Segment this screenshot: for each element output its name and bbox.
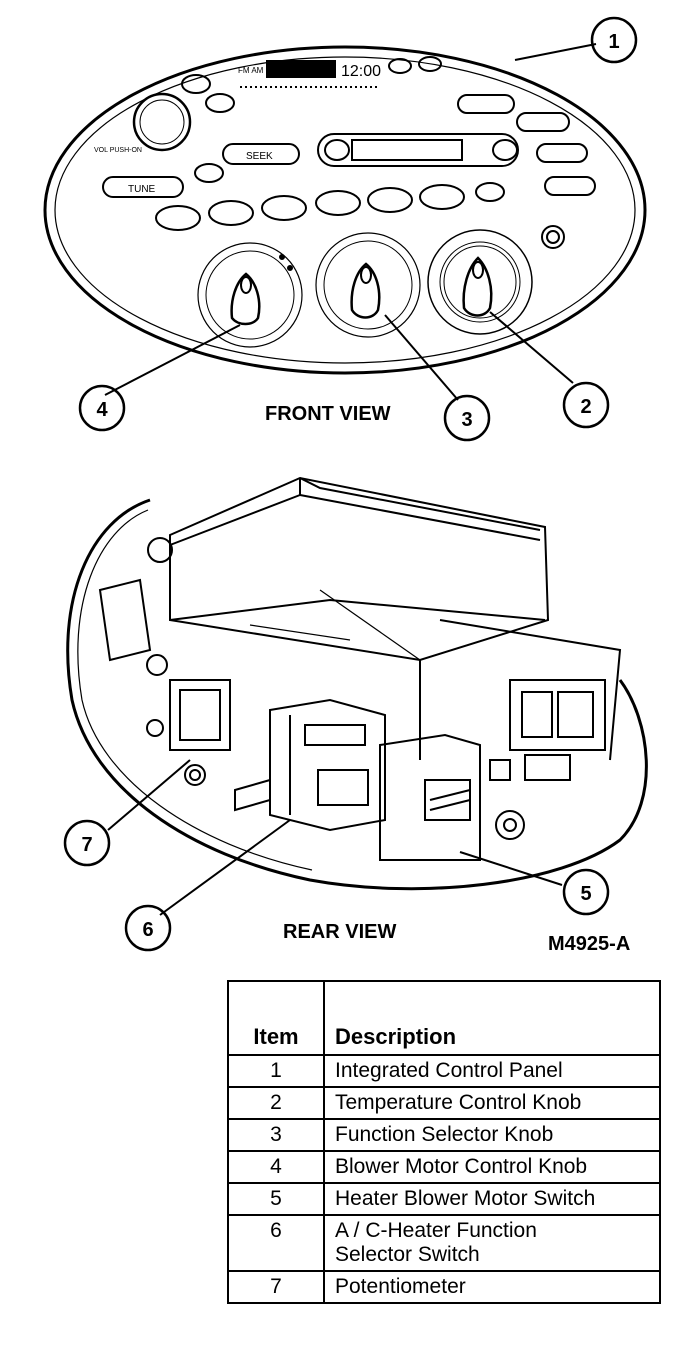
item-description: Temperature Control Knob [323, 1086, 661, 1120]
item-number: 5 [227, 1182, 325, 1216]
preset-buttons [155, 182, 565, 249]
table-row: 7 Potentiometer [227, 1270, 661, 1304]
callout-2: 2 [580, 396, 591, 418]
table-row: 3 Function Selector Knob [227, 1118, 661, 1152]
description-header: Description [323, 980, 661, 1056]
rear-view-assembly [66, 476, 648, 891]
blower-motor-switch [379, 733, 481, 861]
callout-3: 3 [461, 409, 472, 431]
potentiometer [146, 654, 231, 751]
callout-7: 7 [81, 834, 92, 856]
radio-display: FM AM 12:00 [238, 56, 442, 88]
bal-button [536, 143, 588, 163]
callout-4: 4 [96, 399, 108, 421]
bass-button [457, 94, 515, 114]
svg-text:TUNE: TUNE [128, 184, 156, 195]
item-header: Item [227, 980, 325, 1056]
fade-button [544, 176, 596, 196]
tune-button [102, 176, 184, 198]
callout-6: 6 [142, 919, 153, 941]
blower-motor-knob [197, 242, 303, 348]
callout-1: 1 [608, 31, 619, 53]
parts-table: Item Description 1 Integrated Control Pa… [227, 980, 661, 1304]
item-description: A / C-Heater Function Selector Switch [323, 1214, 661, 1272]
rear-connector [489, 679, 606, 781]
table-row: 1 Integrated Control Panel [227, 1054, 661, 1088]
clock-readout: 12:00 [341, 63, 381, 80]
table-row: 5 Heater Blower Motor Switch [227, 1182, 661, 1216]
item-number: 3 [227, 1118, 325, 1152]
front-view-panel: VOL PUSH-ON FM AM 12:00 SEEK TUNE [43, 45, 647, 375]
volume-knob: VOL PUSH-ON [94, 92, 192, 154]
item-number: 7 [227, 1270, 325, 1304]
table-row: 2 Temperature Control Knob [227, 1086, 661, 1120]
function-selector-switch [269, 698, 386, 832]
item-description: Heater Blower Motor Switch [323, 1182, 661, 1216]
item-description: Function Selector Knob [323, 1118, 661, 1152]
table-header-row: Item Description [227, 980, 661, 1056]
item-number: 6 [227, 1214, 325, 1272]
item-description: Integrated Control Panel [323, 1054, 661, 1088]
circuit-housing [169, 476, 622, 761]
seek-button [222, 143, 300, 165]
cassette-slot [317, 133, 519, 167]
callout-5: 5 [580, 883, 591, 905]
function-selector-knob [315, 232, 421, 338]
table-row: 4 Blower Motor Control Knob [227, 1150, 661, 1184]
item-description-line: Selector Switch [335, 1243, 480, 1266]
vol-label: VOL PUSH-ON [94, 147, 142, 154]
item-description: Blower Motor Control Knob [323, 1150, 661, 1184]
figure-code: M4925-A [548, 933, 630, 955]
svg-text:FM AM: FM AM [238, 66, 264, 75]
item-number: 1 [227, 1054, 325, 1088]
item-number: 2 [227, 1086, 325, 1120]
temperature-knob [427, 229, 533, 335]
table-row: 6 A / C-Heater Function Selector Switch [227, 1214, 661, 1272]
item-description-line: A / C-Heater Function [335, 1219, 537, 1242]
control-panel-diagram: VOL PUSH-ON FM AM 12:00 SEEK TUNE [43, 16, 648, 955]
fm-button [205, 93, 235, 113]
item-number: 4 [227, 1150, 325, 1184]
front-callouts: 1 4 3 2 [78, 16, 638, 442]
am-button [181, 74, 211, 94]
item-description: Potentiometer [323, 1270, 661, 1304]
scan-button [194, 163, 224, 183]
rear-view-caption: REAR VIEW [283, 921, 396, 943]
front-view-caption: FRONT VIEW [265, 403, 391, 425]
rear-callouts: 7 6 5 [63, 759, 610, 952]
svg-text:SEEK: SEEK [246, 151, 273, 162]
treb-button [516, 112, 570, 132]
